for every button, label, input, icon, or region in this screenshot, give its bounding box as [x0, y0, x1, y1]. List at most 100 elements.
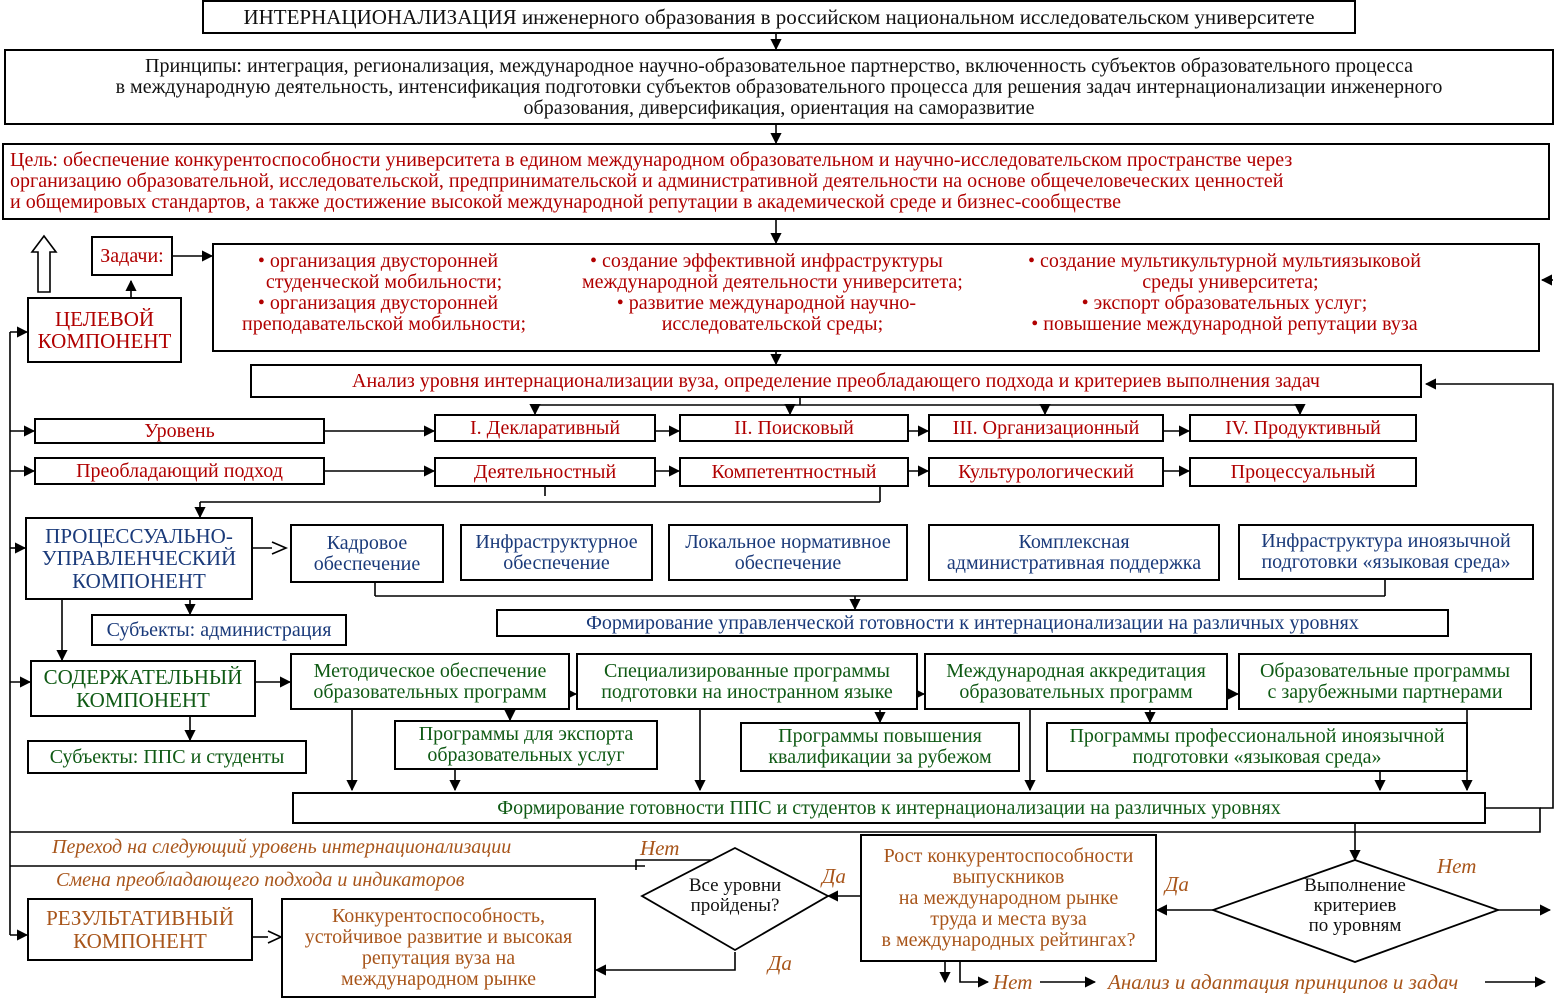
content-item-accreditation-l2: образовательных программ	[959, 680, 1193, 703]
level-productive: IV. Продуктивный	[1189, 414, 1417, 442]
result-component-line-2: КОМПОНЕНТ	[73, 928, 207, 953]
content-subjects: Субъекты: ППС и студенты	[49, 745, 285, 768]
task-item-2c: • развитие международной научно-	[616, 292, 917, 314]
analysis-box: Анализ уровня интернационализации вуза, …	[250, 364, 1422, 398]
task-item-2d: исследовательской среды;	[661, 313, 884, 335]
process-subjects-box: Субъекты: администрация	[91, 614, 347, 646]
principles-line-1: Принципы: интеграция, регионализация, ме…	[145, 54, 1413, 77]
bottom-no-label: Нет	[993, 970, 1033, 994]
level-organizational: III. Организационный	[928, 414, 1164, 442]
process-component-box: ПРОЦЕССУАЛЬНО- УПРАВЛЕНЧЕСКИЙ КОМПОНЕНТ	[25, 517, 253, 600]
content-item-specialized-l1: Специализированные программы	[604, 659, 890, 682]
content-item-qualification-l1: Программы повышения	[778, 725, 982, 747]
competitiveness-line-4: труда и места вуза	[930, 907, 1087, 930]
process-item-admin-support-l1: Комплексная	[1018, 530, 1130, 553]
criteria-no-label: Нет	[1437, 854, 1477, 878]
competitiveness-line-2: выпускников	[952, 865, 1065, 888]
content-item-accreditation: Международная аккредитация образовательн…	[924, 653, 1228, 710]
tasks-col-2: • создание эффективной инфраструктуры ме…	[570, 251, 963, 335]
competitiveness-line-5: в международных рейтингах?	[881, 928, 1136, 951]
content-item-language-training-l1: Программы профессиональной иноязычной	[1069, 725, 1445, 747]
target-component-line-2: КОМПОНЕНТ	[37, 329, 172, 353]
all-levels-no-label: Нет	[640, 836, 680, 860]
task-item-1d: преподавательской мобильности;	[242, 313, 527, 335]
approach-process: Процессуальный	[1189, 457, 1417, 487]
managerial-readiness-text: Формирование управленческой готовности к…	[586, 611, 1359, 634]
content-item-qualification: Программы повышения квалификации за рубе…	[740, 722, 1020, 772]
content-item-qualification-l2: квалификации за рубежом	[768, 746, 992, 768]
process-item-regulatory: Локальное нормативное обеспечение	[668, 524, 908, 581]
criteria-yes-label: Да	[1165, 872, 1189, 896]
process-item-infrastructure-l2: обеспечение	[503, 551, 610, 574]
change-approach-note: Смена преобладающего подхода и индикатор…	[56, 869, 465, 891]
task-item-3b: среды университета;	[1142, 271, 1319, 293]
competitiveness-line-1: Рост конкурентоспособности	[883, 844, 1134, 867]
content-item-export-l1: Программы для экспорта	[418, 723, 634, 745]
competitiveness-line-3: на международном рынке	[898, 886, 1119, 909]
process-item-infrastructure-l1: Инфраструктурное	[475, 530, 638, 553]
task-item-3a: • создание мультикультурной мультиязыков…	[1028, 250, 1421, 272]
content-item-methodical-l2: образовательных программ	[313, 680, 547, 703]
criteria-line-2: критериев	[1313, 894, 1397, 916]
managerial-readiness-box: Формирование управленческой готовности к…	[496, 609, 1449, 637]
level-search-label: II. Поисковый	[734, 416, 854, 439]
level-label-box: Уровень	[34, 418, 325, 444]
content-component-line-2: КОМПОНЕНТ	[76, 687, 210, 712]
process-component-line-3: КОМПОНЕНТ	[72, 568, 206, 593]
target-component-box: ЦЕЛЕВОЙ КОМПОНЕНТ	[27, 297, 182, 363]
process-item-regulatory-l2: обеспечение	[734, 551, 842, 574]
process-subjects: Субъекты: администрация	[106, 618, 332, 641]
outcome-line-3: репутация вуза на	[361, 947, 516, 969]
goal-line-1: Цель: обеспечение конкурентоспособности …	[10, 149, 1293, 171]
tasks-col-3: • создание мультикультурной мультиязыков…	[1028, 251, 1421, 335]
approach-activity: Деятельностный	[434, 457, 656, 487]
next-level-note: Переход на следующий уровень интернацион…	[52, 836, 512, 858]
approach-cultural-label: Культурологический	[958, 460, 1134, 483]
outcome-line-1: Конкурентоспособность,	[331, 905, 546, 927]
content-item-partners: Образовательные программы с зарубежными …	[1238, 653, 1532, 710]
level-declarative: I. Декларативный	[434, 414, 656, 442]
content-item-language-training: Программы профессиональной иноязычной по…	[1046, 722, 1468, 772]
title-text: ИНТЕРНАЦИОНАЛИЗАЦИЯ инженерного образова…	[243, 4, 1315, 29]
task-item-3c: • экспорт образовательных услуг;	[1081, 292, 1368, 314]
content-subjects-box: Субъекты: ППС и студенты	[27, 740, 307, 774]
content-item-methodical-l1: Методическое обеспечение	[313, 659, 547, 682]
faculty-readiness-box: Формирование готовности ППС и студентов …	[292, 792, 1486, 824]
all-levels-decision: Все уровни пройдены?	[665, 876, 805, 916]
all-levels-line-2: пройдены?	[690, 894, 780, 916]
approach-competence: Компетентностный	[679, 457, 909, 487]
content-item-specialized: Специализированные программы подготовки …	[576, 653, 918, 710]
all-levels-line-1: Все уровни	[688, 875, 782, 896]
level-organizational-label: III. Организационный	[952, 416, 1140, 439]
principles-box: Принципы: интеграция, регионализация, ме…	[4, 49, 1554, 125]
goal-line-2: организацию образовательной, исследовате…	[10, 170, 1284, 192]
result-component-line-1: РЕЗУЛЬТАТИВНЫЙ	[46, 906, 234, 931]
approach-cultural: Культурологический	[928, 457, 1164, 487]
content-item-export: Программы для экспорта образовательных у…	[394, 720, 658, 770]
content-item-language-training-l2: подготовки «языковая среда»	[1132, 746, 1382, 768]
approach-label-box: Преобладающий подход	[34, 457, 325, 485]
approach-activity-label: Деятельностный	[473, 460, 617, 483]
criteria-line-1: Выполнение	[1304, 875, 1406, 896]
outcome-line-2: устойчивое развитие и высокая	[304, 926, 573, 948]
task-item-1b: студенческой мобильности;	[265, 271, 503, 293]
process-item-language-environment-l2: подготовки «языковая среда»	[1261, 551, 1511, 573]
outcome-line-4: международном рынке	[341, 968, 536, 990]
principles-line-2: в международную деятельность, интенсифик…	[115, 75, 1443, 98]
process-component-line-1: ПРОЦЕССУАЛЬНО-	[45, 524, 233, 549]
tasks-col-1: • организация двусторонней студенческой …	[230, 251, 526, 335]
criteria-line-3: по уровням	[1308, 914, 1402, 936]
process-item-staff-l1: Кадровое	[326, 531, 408, 554]
level-productive-label: IV. Продуктивный	[1225, 416, 1381, 439]
principles-line-3: образования, диверсификация, ориентация …	[523, 96, 1035, 119]
competitiveness-box: Рост конкурентоспособности выпускников н…	[860, 834, 1157, 962]
process-item-language-environment-l1: Инфраструктура иноязычной	[1261, 530, 1511, 552]
title-box: ИНТЕРНАЦИОНАЛИЗАЦИЯ инженерного образова…	[202, 0, 1356, 34]
outcome-box: Конкурентоспособность, устойчивое развит…	[281, 898, 596, 998]
content-component-box: СОДЕРЖАТЕЛЬНЫЙ КОМПОНЕНТ	[30, 660, 256, 717]
bottom-analysis-note: Анализ и адаптация принципов и задач	[1108, 970, 1459, 994]
tasks-label-box: Задачи:	[91, 236, 173, 276]
content-component-line-1: СОДЕРЖАТЕЛЬНЫЙ	[43, 665, 243, 690]
process-item-staff: Кадровое обеспечение	[290, 524, 444, 583]
